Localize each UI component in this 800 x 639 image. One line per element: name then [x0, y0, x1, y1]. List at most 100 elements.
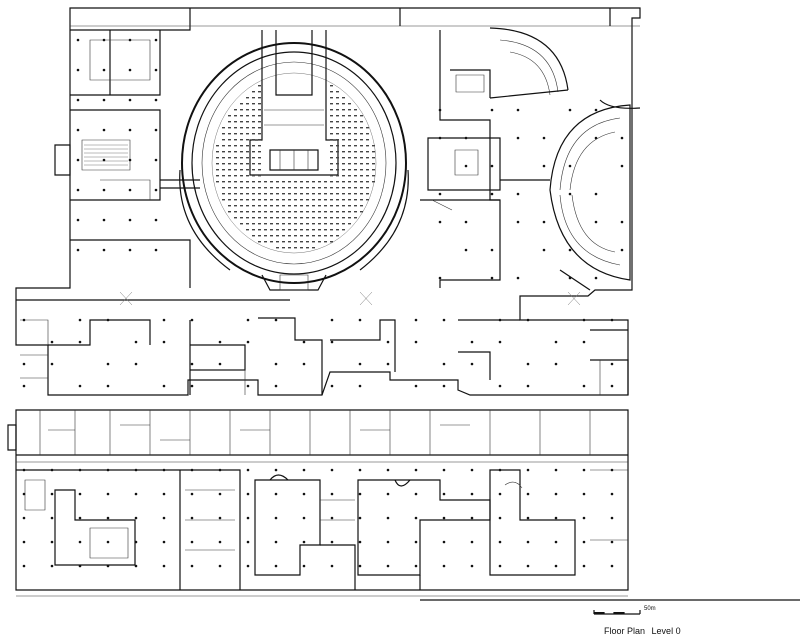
seat-row — [276, 235, 279, 237]
column-dot — [464, 220, 468, 224]
seat-row — [318, 229, 321, 231]
seat-row — [330, 103, 333, 105]
seat-row — [300, 193, 303, 195]
seat-row — [372, 145, 375, 147]
seat-row — [246, 103, 249, 105]
seat-row — [294, 181, 297, 183]
column-dot — [610, 564, 614, 568]
seat-row — [336, 121, 339, 123]
seat-row — [282, 223, 285, 225]
column-dot — [610, 516, 614, 520]
seat-row — [216, 151, 219, 153]
seat-row — [360, 163, 363, 165]
column-dot — [102, 188, 106, 192]
seat-row — [360, 175, 363, 177]
column-dot — [358, 516, 362, 520]
seat-row — [360, 181, 363, 183]
column-dot — [498, 468, 502, 472]
column-dot — [330, 318, 334, 322]
seat-row — [228, 121, 231, 123]
seat-row — [312, 211, 315, 213]
column-dot — [414, 318, 418, 322]
seat-row — [246, 121, 249, 123]
column-dot — [470, 540, 474, 544]
seat-row — [366, 169, 369, 171]
seat-row — [330, 199, 333, 201]
seat-row — [324, 217, 327, 219]
column-dot — [610, 384, 614, 388]
column-dot — [154, 98, 158, 102]
seat-row — [336, 181, 339, 183]
seat-row — [258, 241, 261, 243]
seat-row — [228, 157, 231, 159]
seat-row — [234, 217, 237, 219]
column-dot — [470, 468, 474, 472]
seat-row — [288, 241, 291, 243]
column-dot — [162, 318, 166, 322]
column-dot — [554, 340, 558, 344]
column-dot — [128, 188, 132, 192]
seat-row — [228, 115, 231, 117]
seat-row — [258, 217, 261, 219]
seat-row — [366, 187, 369, 189]
seat-row — [282, 199, 285, 201]
seat-row — [288, 247, 291, 249]
seat-row — [330, 241, 333, 243]
column-dot — [568, 276, 572, 280]
seat-row — [336, 229, 339, 231]
seat-row — [360, 187, 363, 189]
seat-row — [366, 175, 369, 177]
column-dot — [554, 516, 558, 520]
seat-row — [372, 157, 375, 159]
column-dot — [498, 492, 502, 496]
seat-row — [234, 193, 237, 195]
column-dot — [438, 220, 442, 224]
column-dot — [568, 192, 572, 196]
seat-row — [240, 169, 243, 171]
seat-row — [324, 199, 327, 201]
seat-row — [240, 223, 243, 225]
column-dot — [542, 136, 546, 140]
seat-row — [246, 97, 249, 99]
seat-row — [306, 181, 309, 183]
seat-row — [318, 205, 321, 207]
seat-row — [252, 163, 255, 165]
seat-row — [306, 193, 309, 195]
seat-row — [318, 223, 321, 225]
column-dot — [526, 468, 530, 472]
seat-row — [234, 157, 237, 159]
seat-row — [234, 181, 237, 183]
seat-row — [318, 217, 321, 219]
column-dot — [190, 384, 194, 388]
seat-row — [342, 163, 345, 165]
seat-row — [324, 211, 327, 213]
seat-row — [330, 229, 333, 231]
seat-row — [252, 229, 255, 231]
column-dot — [78, 340, 82, 344]
seat-row — [312, 181, 315, 183]
seat-row — [324, 223, 327, 225]
column-dot — [22, 540, 26, 544]
column-dot — [102, 98, 106, 102]
seat-row — [312, 229, 315, 231]
column-dot — [568, 248, 572, 252]
seat-row — [222, 139, 225, 141]
seat-row — [216, 175, 219, 177]
seat-row — [234, 175, 237, 177]
seat-row — [258, 121, 261, 123]
column-dot — [582, 516, 586, 520]
seat-row — [300, 241, 303, 243]
seat-row — [330, 91, 333, 93]
column-dot — [246, 318, 250, 322]
seat-row — [222, 157, 225, 159]
seat-row — [240, 193, 243, 195]
seat-row — [336, 193, 339, 195]
column-dot — [470, 564, 474, 568]
column-dot — [490, 276, 494, 280]
column-dot — [386, 362, 390, 366]
column-dot — [106, 516, 110, 520]
seat-row — [222, 175, 225, 177]
seat-row — [372, 181, 375, 183]
seat-row — [240, 181, 243, 183]
column-dot — [246, 384, 250, 388]
